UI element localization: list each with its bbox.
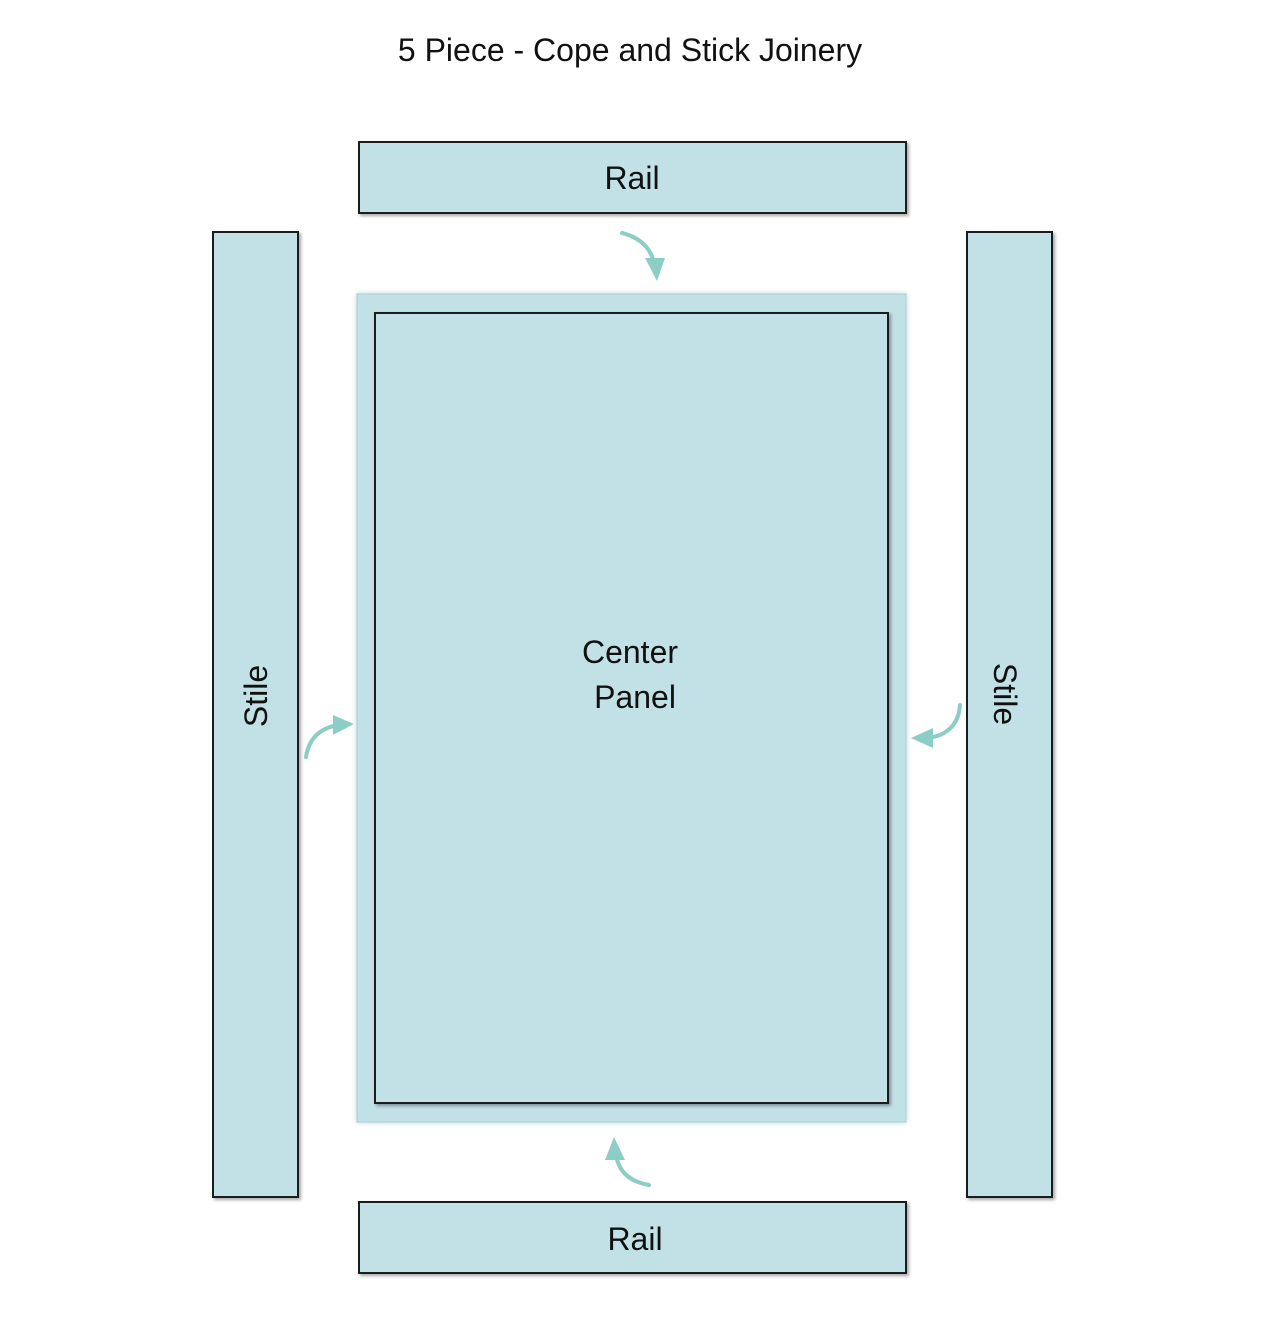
right-stile-label: Stile	[987, 663, 1023, 725]
center-panel: Center Panel	[356, 293, 907, 1123]
curved-arrow-down-icon	[620, 231, 665, 281]
curved-arrow-left-icon	[911, 703, 962, 748]
center-panel-label-line2: Panel	[594, 679, 676, 715]
bottom-rail: Rail	[358, 1201, 907, 1274]
left-stile: Stile	[212, 231, 299, 1198]
right-stile: Stile	[966, 231, 1053, 1198]
curved-arrow-right-icon	[304, 715, 354, 759]
top-rail: Rail	[358, 141, 907, 214]
curved-arrow-up-icon	[605, 1137, 651, 1187]
left-stile-label: Stile	[238, 665, 274, 727]
top-rail-label: Rail	[604, 160, 659, 196]
center-panel-label-line1: Center	[582, 634, 678, 670]
bottom-rail-label: Rail	[607, 1221, 662, 1257]
diagram-title: 5 Piece - Cope and Stick Joinery	[398, 32, 862, 68]
